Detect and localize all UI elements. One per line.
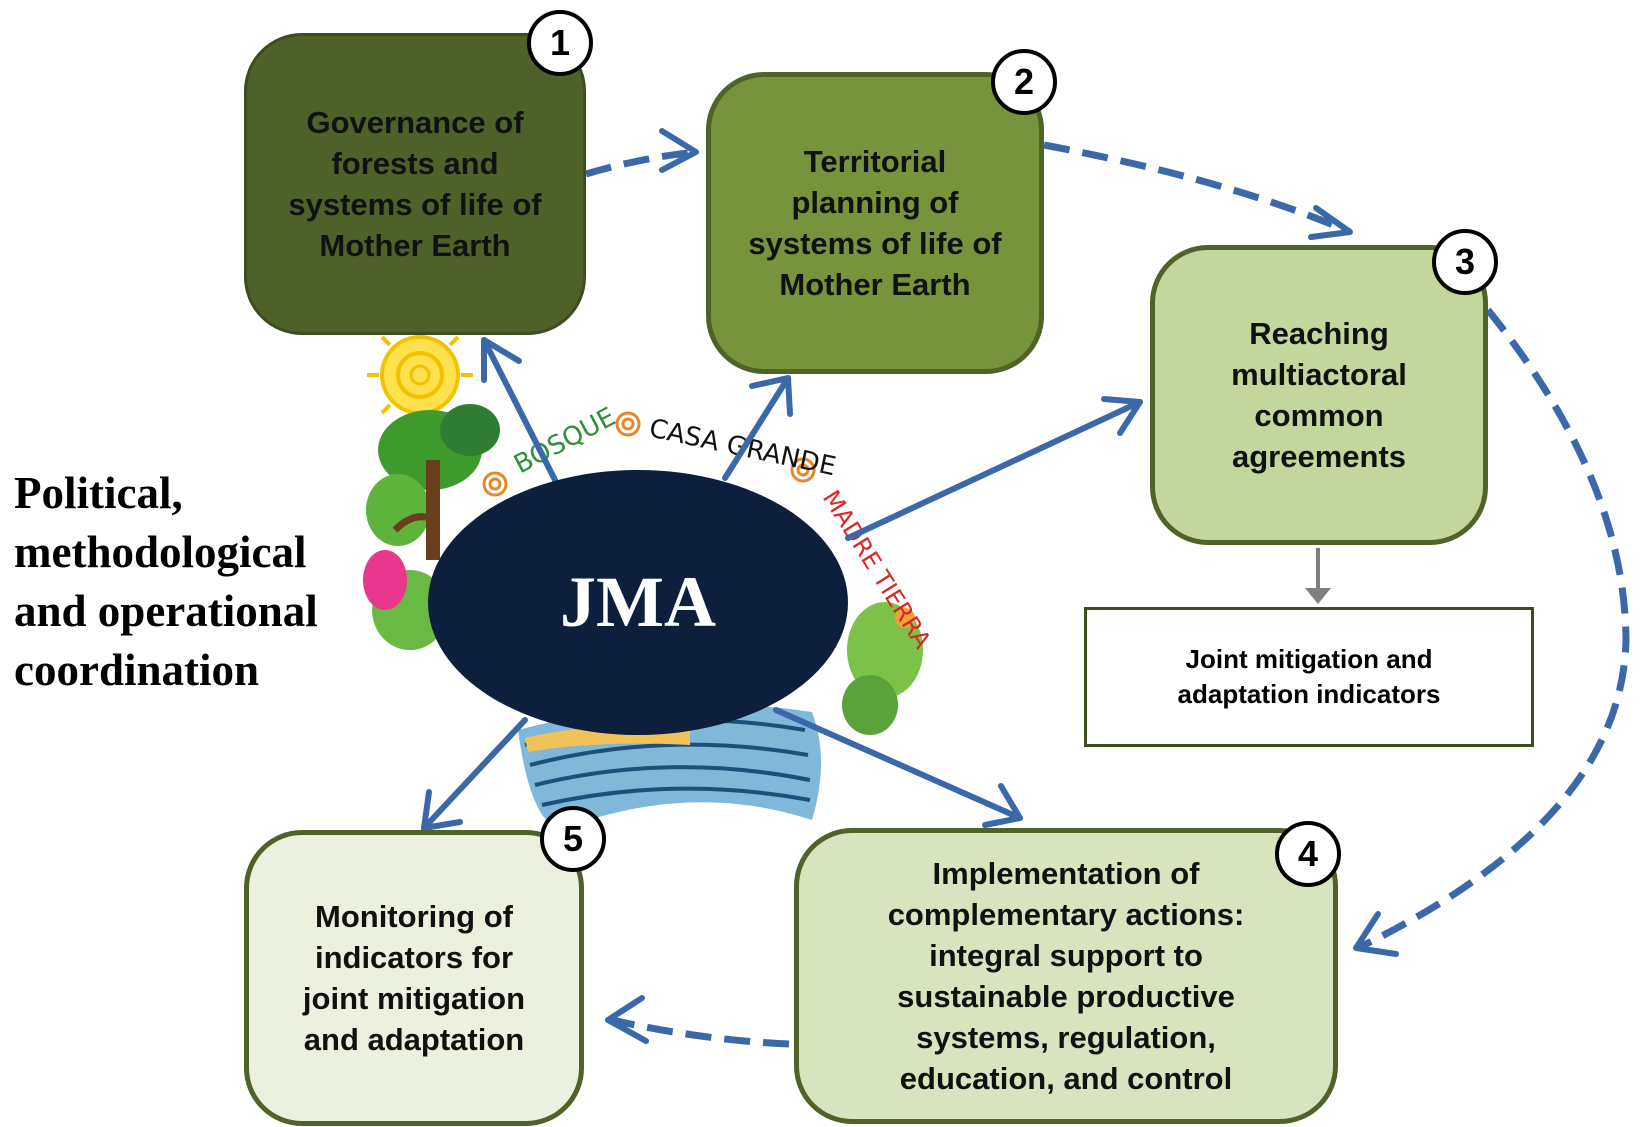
step-1-number: 1 xyxy=(527,10,593,76)
river-icon xyxy=(518,704,821,830)
step-1-box: Governance of forests and systems of lif… xyxy=(244,33,586,335)
illustration-word-bosque: BOSQUE xyxy=(509,402,620,480)
arrow-jma-to-step2 xyxy=(722,375,793,481)
arrow-jma-to-step1 xyxy=(481,337,558,483)
step-1-text: Governance of forests and systems of lif… xyxy=(288,105,542,263)
step-4-text: Implementation of complementary actions:… xyxy=(887,856,1245,1096)
foliage-right-icon xyxy=(842,602,923,735)
arrow-step4-to-step5 xyxy=(611,1016,790,1048)
step-2-box: Territorial planning of systems of life … xyxy=(706,72,1044,374)
arrowhead-step5 xyxy=(605,995,649,1044)
arrow-jma-to-step3 xyxy=(845,396,1143,541)
arrow-jma-to-step5 xyxy=(421,717,528,831)
step-4-box: Implementation of complementary actions:… xyxy=(794,828,1338,1124)
connector-step3-to-indicators xyxy=(1305,548,1331,604)
arrowhead-step4 xyxy=(1353,911,1399,957)
arrow-step2-to-step3 xyxy=(1043,141,1352,236)
sun-icon xyxy=(367,322,473,415)
arrowhead-step2 xyxy=(659,128,699,173)
side-label: Political, methodological and operationa… xyxy=(14,468,318,695)
spiral-icons xyxy=(482,411,816,497)
arrow-jma-to-step4 xyxy=(773,707,1023,828)
step-2-number: 2 xyxy=(991,49,1057,115)
step-5-box: Monitoring of indicators for joint mitig… xyxy=(244,830,584,1126)
step-2-text: Territorial planning of systems of life … xyxy=(748,144,1002,302)
step-3-number: 3 xyxy=(1432,229,1498,295)
indicators-text: Joint mitigation and adaptation indicato… xyxy=(1177,644,1441,709)
arrow-step1-to-step2 xyxy=(585,148,697,178)
step-5-number: 5 xyxy=(540,806,606,872)
jma-ellipse: JMA xyxy=(428,470,848,735)
indicators-box: Joint mitigation and adaptation indicato… xyxy=(1084,607,1534,747)
arrow-step3-to-step4 xyxy=(1356,307,1630,952)
step-4-number: 4 xyxy=(1275,821,1341,887)
arrowhead-step3 xyxy=(1308,205,1353,240)
step-5-text: Monitoring of indicators for joint mitig… xyxy=(302,899,526,1057)
step-3-box: Reaching multiactoral common agreements xyxy=(1150,245,1488,545)
step-3-text: Reaching multiactoral common agreements xyxy=(1231,316,1407,474)
